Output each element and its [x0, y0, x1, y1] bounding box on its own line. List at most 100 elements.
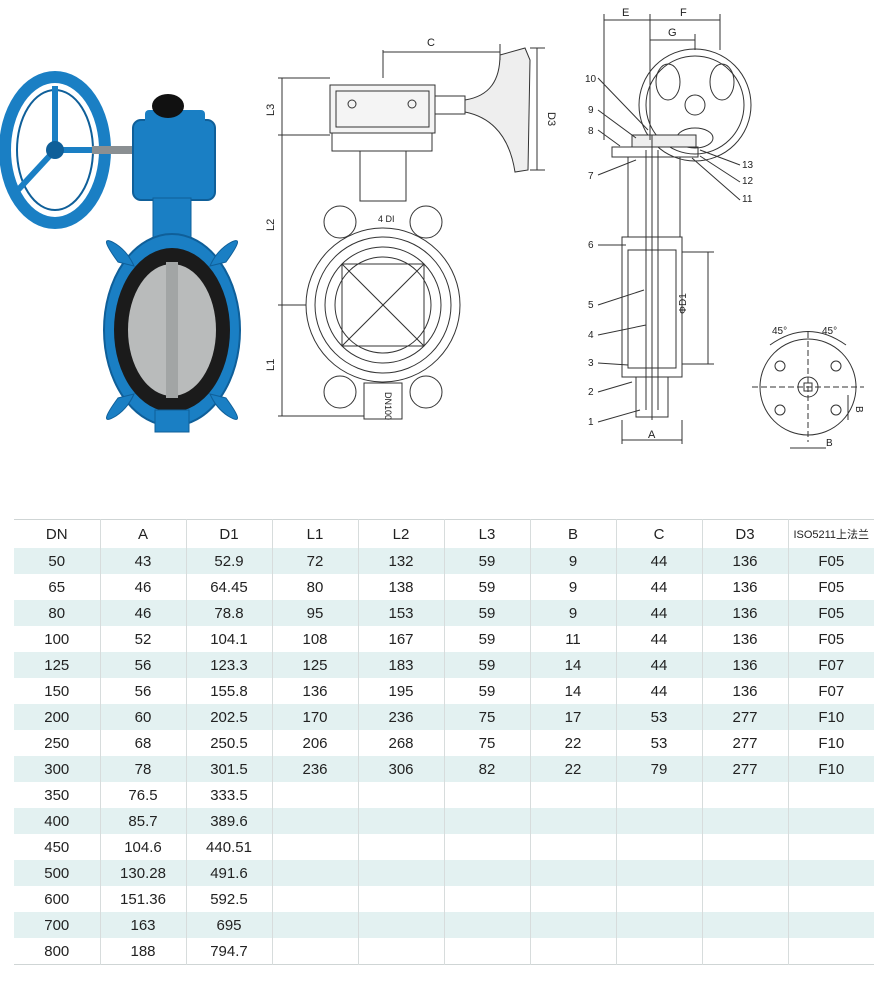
table-cell: 104.6 — [100, 834, 187, 860]
table-cell: 136 — [702, 600, 789, 626]
table-cell — [530, 938, 617, 965]
table-cell — [788, 886, 874, 912]
table-cell: 236 — [358, 704, 445, 730]
table-cell: 64.45 — [186, 574, 273, 600]
table-header-row: DN A D1 L1 L2 L3 B C D3 ISO5211上法兰 — [14, 519, 874, 548]
dim-label-l3: L3 — [265, 104, 277, 116]
table-cell: 50 — [14, 548, 101, 574]
table-cell: 82 — [444, 756, 531, 782]
table-cell: 167 — [358, 626, 445, 652]
table-cell — [788, 808, 874, 834]
table-cell — [444, 860, 531, 886]
table-cell — [530, 834, 617, 860]
table-cell: 136 — [272, 678, 359, 704]
table-cell: 183 — [358, 652, 445, 678]
flange-angle-right: 45° — [822, 326, 837, 337]
flange-detail-drawing — [752, 331, 864, 449]
table-cell: F05 — [818, 552, 845, 570]
table-cell: 104.1 — [186, 626, 273, 652]
table-cell — [444, 834, 531, 860]
col-header-b: B — [530, 519, 617, 548]
dim-label-a: A — [648, 429, 656, 441]
table-cell — [444, 808, 531, 834]
table-cell: 52.9 — [186, 548, 273, 574]
table-cell: 125 — [14, 652, 101, 678]
table-cell: 53 — [616, 730, 703, 756]
table-cell: F07 — [818, 682, 845, 700]
table-cell: 136 — [702, 678, 789, 704]
table-cell: 440.51 — [186, 834, 273, 860]
table-cell: 700 — [14, 912, 101, 938]
part-12: 12 — [742, 176, 754, 187]
table-cell: 9 — [530, 574, 617, 600]
table-cell: 59 — [444, 574, 531, 600]
table-cell — [788, 938, 874, 965]
table-cell: 600 — [14, 886, 101, 912]
table-cell — [702, 912, 789, 938]
table-cell: F10 — [818, 760, 845, 778]
col-header-d3: D3 — [702, 519, 789, 548]
table-cell — [616, 886, 703, 912]
flange-angle-left: 45° — [772, 326, 787, 337]
table-cell: 60 — [100, 704, 187, 730]
table-cell: 59 — [444, 678, 531, 704]
table-cell: 76.5 — [100, 782, 187, 808]
table-cell — [616, 912, 703, 938]
table-cell: 46 — [100, 600, 187, 626]
side-view-drawing — [597, 14, 752, 444]
table-cell: 277 — [702, 756, 789, 782]
table-cell: 163 — [100, 912, 187, 938]
table-cell: 108 — [272, 626, 359, 652]
table-cell: 75 — [444, 730, 531, 756]
table-cell: 85.7 — [100, 808, 187, 834]
table-cell — [530, 782, 617, 808]
table-cell: 46 — [100, 574, 187, 600]
table-cell: 800 — [14, 938, 101, 965]
dim-label-f: F — [680, 7, 687, 19]
table-cell: F05 — [818, 604, 845, 622]
table-cell: 130.28 — [100, 860, 187, 886]
table-cell: 206 — [272, 730, 359, 756]
col-header-l2: L2 — [358, 519, 445, 548]
table-cell: 250 — [14, 730, 101, 756]
table-cell — [702, 808, 789, 834]
col-header-d1: D1 — [186, 519, 273, 548]
table-cell: 389.6 — [186, 808, 273, 834]
table-cell: 592.5 — [186, 886, 273, 912]
table-cell — [358, 834, 445, 860]
part-numbers: 10 9 8 7 6 5 4 3 2 1 13 12 11 — [585, 74, 754, 428]
col-header-dn: DN — [14, 519, 101, 548]
table-cell: 100 — [14, 626, 101, 652]
table-cell: 400 — [14, 808, 101, 834]
dim-label-l2: L2 — [265, 219, 277, 231]
table-cell: 75 — [444, 704, 531, 730]
part-3: 3 — [588, 358, 594, 369]
table-cell: 59 — [444, 548, 531, 574]
table-cell: 200 — [14, 704, 101, 730]
table-cell: F10 — [818, 734, 845, 752]
table-cell: 136 — [702, 548, 789, 574]
part-5: 5 — [588, 300, 594, 311]
table-cell — [272, 860, 359, 886]
dim-label-d1: ΦD1 — [678, 293, 689, 314]
part-1: 1 — [588, 417, 594, 428]
table-cell: 22 — [530, 756, 617, 782]
dim-label-e: E — [622, 7, 629, 19]
table-cell — [616, 938, 703, 965]
table-cell — [788, 860, 874, 886]
table-cell: 72 — [272, 548, 359, 574]
dim-label-l1: L1 — [265, 359, 277, 371]
part-13: 13 — [742, 160, 754, 171]
col-header-l3: L3 — [444, 519, 531, 548]
table-cell — [530, 886, 617, 912]
table-cell — [444, 782, 531, 808]
